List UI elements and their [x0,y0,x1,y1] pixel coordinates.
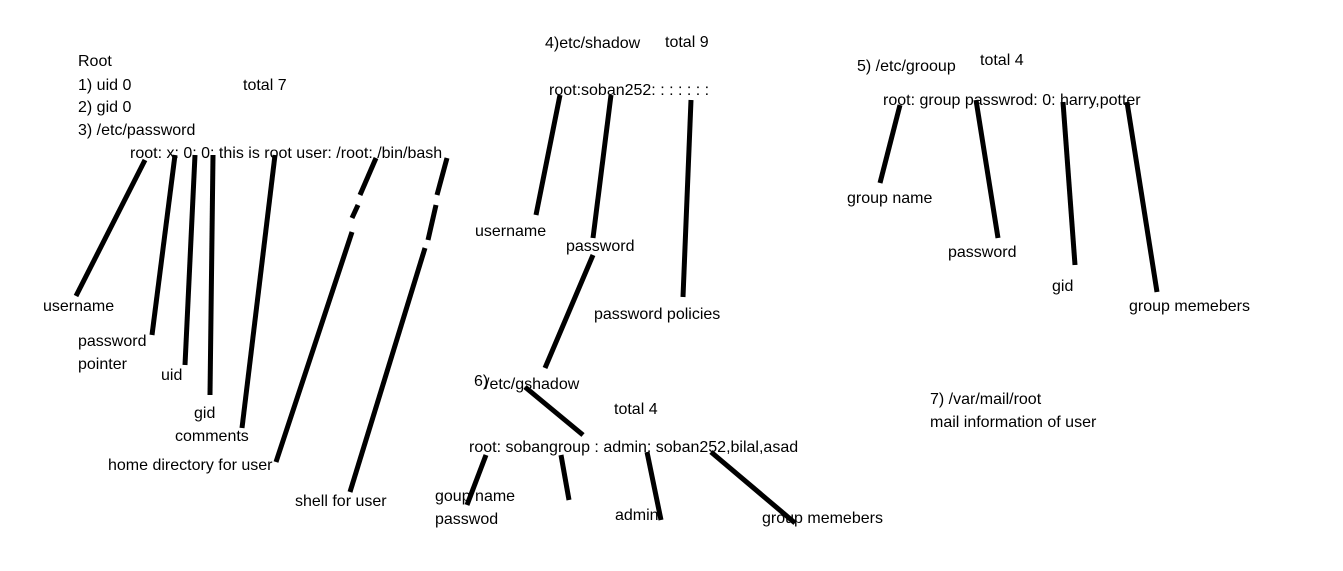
connector-home-b [349,203,361,220]
label-pointer: pointer [78,356,127,373]
mail-file-title: 7) /var/mail/root [930,391,1042,408]
uid-line: 1) uid 0 [78,77,132,94]
connector-gshadow-admin [644,451,664,521]
connector-home-c [273,231,355,463]
connector-shell-a [434,157,450,196]
label-uid: uid [161,367,183,384]
label-username: username [43,298,115,315]
connector-gshadow-password [558,454,572,501]
shadow-label-password: password [566,238,635,255]
group-label-members: group memebers [1129,298,1250,315]
group-file-title: 5) /etc/grooup [857,58,956,75]
connector-gshadow-groupname [464,454,489,506]
connector-username [73,158,148,298]
connector-shadow-password [590,94,614,239]
mail-description: mail information of user [930,414,1097,431]
gshadow-label-groupname: goup name [435,488,516,505]
shadow-label-policies: password policies [594,306,721,323]
connector-shadow-username [533,94,563,216]
connector-home-a [357,157,379,196]
connector-shell-c [347,247,428,493]
gshadow-total: total 4 [614,401,658,418]
label-shell: shell for user [295,493,387,510]
group-entry: root: group passwrod: 0: harry,potter [883,92,1141,109]
gshadow-label-admin: admin [615,507,659,524]
gshadow-file-title: /etc/gshadow [485,376,580,393]
connector-gshadow-title [523,385,585,437]
label-password: password [78,333,147,350]
shadow-file-title: 4)etc/shadow [545,35,641,52]
group-total: total 4 [980,52,1024,69]
group-label-name: group name [847,190,933,207]
connector-password-to-gshadow [542,254,596,369]
connector-group-name [877,104,903,184]
gshadow-number: 6) [474,373,489,390]
connector-shadow-policies [680,99,694,298]
root-title: Root [78,53,112,70]
connector-gshadow-members [709,450,797,525]
gid-line: 2) gid 0 [78,99,132,116]
connector-gid [207,154,216,396]
label-gid: gid [194,405,216,422]
connector-group-members [1124,101,1160,293]
gshadow-label-password: passwod [435,511,499,528]
connector-comments [239,154,278,429]
passwd-file-title: 3) /etc/password [78,122,196,139]
gshadow-label-members: group memebers [762,510,883,527]
connector-group-password [973,99,1001,239]
connector-group-gid [1060,101,1078,266]
label-comments: comments [175,428,249,445]
passwd-entry: root: x: 0: 0: this is root user: /root:… [130,145,443,162]
passwd-total: total 7 [243,77,287,94]
connector-shell-b [425,204,439,241]
connector-uid [182,154,198,366]
connector-password-pointer [149,154,178,336]
group-label-gid: gid [1052,278,1074,295]
gshadow-entry: root: sobangroup : admin: soban252,bilal… [469,439,799,456]
group-label-password: password [948,244,1017,261]
shadow-entry: root:soban252: : : : : : : [549,82,710,99]
shadow-total: total 9 [665,34,709,51]
label-home-directory: home directory for user [108,457,273,474]
shadow-label-username: username [475,223,547,240]
